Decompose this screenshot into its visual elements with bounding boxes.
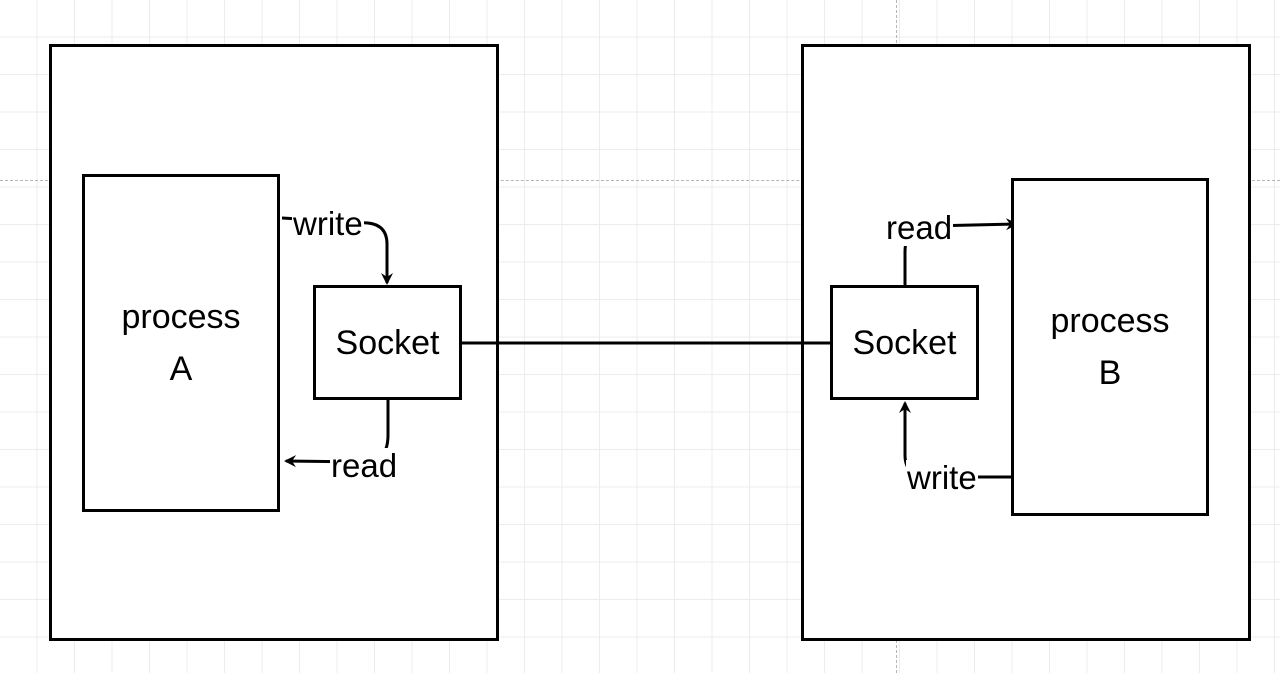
process-a-label: process A [85,291,277,395]
socket-b-box[interactable]: Socket [830,285,979,400]
socket-a-box[interactable]: Socket [313,285,462,400]
alignment-guide-horizontal [0,180,1280,181]
read-label-a: read [330,447,399,484]
process-a-label-line2: A [169,350,193,388]
write-edge-a[interactable] [281,216,393,285]
process-b-label-line2: B [1098,354,1122,392]
write-label-b: write [906,459,978,496]
write-label-a: write [292,205,364,242]
process-a-box[interactable]: process A [82,174,280,512]
socket-a-label: Socket [335,323,440,362]
process-a-label-line1: process [121,298,241,336]
socket-b-label: Socket [852,323,957,362]
process-b-box[interactable]: process B [1011,178,1209,516]
read-label-b: read [885,209,954,246]
process-b-label-line1: process [1050,302,1170,340]
process-b-label: process B [1014,295,1206,399]
